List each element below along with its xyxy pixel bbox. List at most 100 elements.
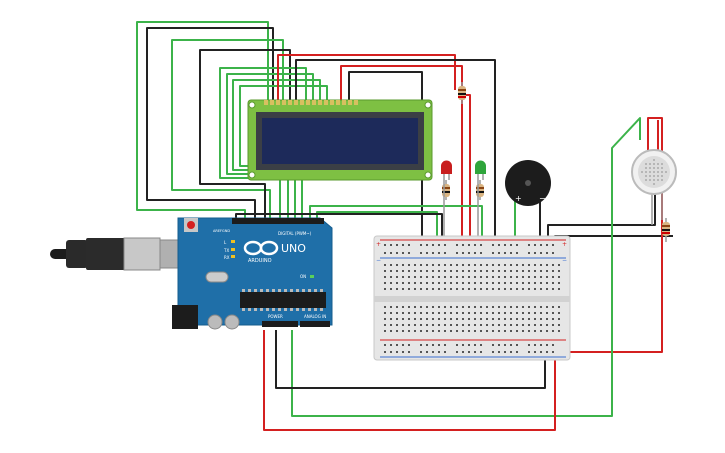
breadboard-channel: [374, 296, 570, 302]
wire-black-sensor-gnd[interactable]: [554, 235, 673, 248]
resistor-band: [662, 225, 670, 227]
breadboard-hole: [468, 312, 470, 314]
breadboard-hole: [486, 324, 488, 326]
resistor-top[interactable]: [458, 82, 466, 104]
breadboard-hole: [516, 312, 518, 314]
breadboard-hole: [450, 324, 452, 326]
breadboard-hole: [426, 288, 428, 290]
arduino-uno[interactable]: UNO ARDUINO DIGITAL (PWM~) POWER ANALOG …: [50, 217, 333, 330]
breadboard-hole: [474, 330, 476, 332]
breadboard-hole: [402, 312, 404, 314]
wire-red-top-rail[interactable]: [462, 94, 471, 248]
breadboard-hole: [462, 351, 464, 353]
breadboard-hole: [474, 264, 476, 266]
wire-black-lcd-rw[interactable]: [199, 49, 291, 218]
breadboard-hole: [468, 288, 470, 290]
sensor-mesh-dot: [653, 179, 655, 181]
wire-red-lcd-vcc[interactable]: [277, 54, 456, 102]
breadboard-hole: [504, 312, 506, 314]
breadboard-hole: [462, 306, 464, 308]
resistor-body: [442, 184, 450, 197]
breadboard-hole: [552, 276, 554, 278]
sound-sensor[interactable]: [631, 120, 677, 225]
breadboard-hole: [498, 244, 500, 246]
breadboard-hole: [462, 318, 464, 320]
led-green[interactable]: [475, 160, 486, 248]
lcd-pin: [336, 100, 340, 105]
wire-black-power-gnd[interactable]: [275, 330, 546, 389]
breadboard-hole: [516, 252, 518, 254]
breadboard-hole: [540, 318, 542, 320]
resistor-sensor[interactable]: [662, 218, 670, 242]
breadboard-hole: [456, 330, 458, 332]
breadboard-hole: [444, 244, 446, 246]
resistor-led-red[interactable]: [442, 180, 450, 200]
power-jack[interactable]: [172, 305, 198, 329]
breadboard-hole: [480, 312, 482, 314]
rx-led: [231, 255, 235, 258]
resistor-band: [662, 229, 670, 231]
breadboard-hole: [468, 270, 470, 272]
breadboard-hole: [402, 282, 404, 284]
breadboard-hole: [468, 351, 470, 353]
breadboard-hole: [384, 306, 386, 308]
led-red[interactable]: [441, 160, 452, 248]
breadboard-hole: [498, 270, 500, 272]
buzzer-plus-label: +: [515, 194, 522, 203]
lcd-pin: [342, 100, 346, 105]
breadboard-hole: [480, 282, 482, 284]
breadboard-hole: [504, 324, 506, 326]
resistor-band: [442, 187, 450, 189]
breadboard-hole: [438, 244, 440, 246]
wire-green-d-led1[interactable]: [309, 205, 483, 248]
breadboard-hole: [432, 270, 434, 272]
usb-port: [159, 239, 181, 269]
breadboard-hole: [408, 312, 410, 314]
breadboard[interactable]: + − + −: [373, 235, 571, 361]
breadboard-hole: [516, 344, 518, 346]
sensor-mesh-dot: [657, 163, 659, 165]
breadboard-hole: [462, 330, 464, 332]
breadboard-hole: [414, 288, 416, 290]
sensor-mesh-dot: [653, 167, 655, 169]
breadboard-hole: [528, 252, 530, 254]
breadboard-hole: [462, 276, 464, 278]
wire-green-lcd-1[interactable]: [136, 21, 269, 218]
breadboard-hole: [474, 306, 476, 308]
lcd-pin: [324, 100, 328, 105]
wire-green-sensor-out[interactable]: [291, 117, 641, 417]
lcd-pin: [330, 100, 334, 105]
resistor-led-green[interactable]: [476, 180, 484, 200]
breadboard-hole: [492, 264, 494, 266]
wire-red-lcd-a[interactable]: [340, 65, 463, 248]
wire-black-top-ground[interactable]: [295, 59, 496, 248]
breadboard-hole: [546, 324, 548, 326]
breadboard-hole: [444, 264, 446, 266]
wire-green-lcd-4[interactable]: [226, 73, 314, 218]
piezo-buzzer[interactable]: + −: [505, 160, 551, 206]
breadboard-hole: [558, 276, 560, 278]
breadboard-hole: [546, 264, 548, 266]
wire-red-power-5v[interactable]: [263, 330, 556, 431]
wire-black-board-gnd[interactable]: [235, 213, 443, 248]
lcd-mount-hole: [424, 101, 432, 109]
breadboard-hole: [534, 344, 536, 346]
breadboard-hole: [396, 324, 398, 326]
breadboard-hole: [516, 244, 518, 246]
lcd-mount-hole: [248, 171, 256, 179]
breadboard-hole: [540, 252, 542, 254]
reset-button[interactable]: [187, 221, 195, 229]
breadboard-hole: [522, 330, 524, 332]
sensor-mesh-dot: [653, 175, 655, 177]
breadboard-hole: [510, 318, 512, 320]
breadboard-hole: [558, 324, 560, 326]
breadboard-hole: [408, 306, 410, 308]
power-header: [262, 321, 298, 327]
breadboard-hole: [384, 330, 386, 332]
breadboard-hole: [480, 324, 482, 326]
sensor-mesh-dot: [653, 183, 655, 185]
breadboard-hole: [462, 288, 464, 290]
chip-pin: [260, 289, 263, 292]
breadboard-hole: [546, 288, 548, 290]
lcd-module[interactable]: [247, 99, 433, 181]
